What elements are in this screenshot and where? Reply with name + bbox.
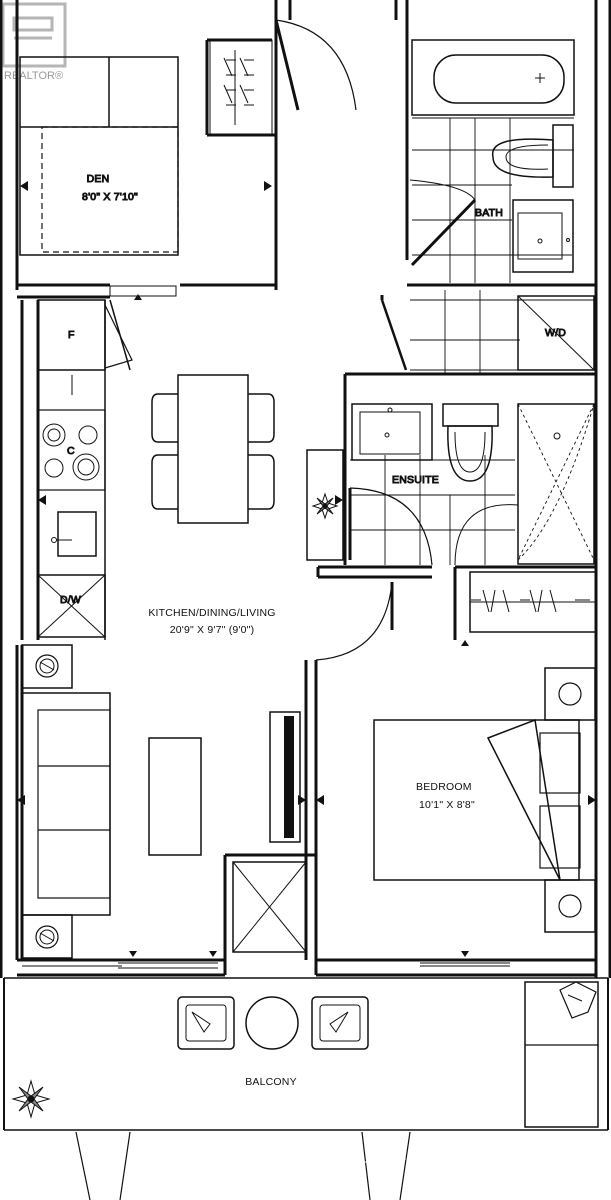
den-dimensions: 8'0" X 7'10" xyxy=(82,191,138,203)
ensuite-room: ENSUITE xyxy=(306,403,595,566)
kitchen-label: KITCHEN/DINING/LIVING xyxy=(148,607,275,619)
bedroom-dimensions: 10'1" X 8'8" xyxy=(419,799,475,811)
bath-label: BATH xyxy=(475,207,503,219)
balcony-area xyxy=(3,977,609,1200)
cooktop-label: C xyxy=(67,445,75,457)
brokerage-watermark: WORLD CLASS REALTY POINT - Brokerage xyxy=(184,1154,426,1168)
den-room: DEN 8'0" X 7'10" xyxy=(19,19,357,371)
laundry-area: W/D xyxy=(380,290,596,374)
realtor-logo-text: REALTOR® xyxy=(4,70,63,82)
dishwasher-label: D/W xyxy=(60,594,81,606)
den-label: DEN xyxy=(87,173,110,185)
bedroom-label: BEDROOM xyxy=(416,781,472,793)
fridge-label: F xyxy=(68,329,75,341)
bedroom-room xyxy=(316,571,597,933)
compass-rose-icon xyxy=(11,1079,51,1119)
bath-room: BATH xyxy=(409,39,575,283)
windows xyxy=(22,951,510,969)
balcony-label: BALCONY xyxy=(245,1076,297,1088)
living-area xyxy=(17,581,394,959)
realtor-logo: REALTOR® xyxy=(1,2,67,82)
compass-rose-icon xyxy=(311,492,339,520)
wd-label: W/D xyxy=(545,327,566,339)
kitchen-dimensions: 20'9" X 9'7" (9'0") xyxy=(170,624,255,636)
ensuite-label: ENSUITE xyxy=(392,474,439,486)
dining-table xyxy=(151,374,275,524)
kitchen-area: F C D/W xyxy=(37,299,343,640)
